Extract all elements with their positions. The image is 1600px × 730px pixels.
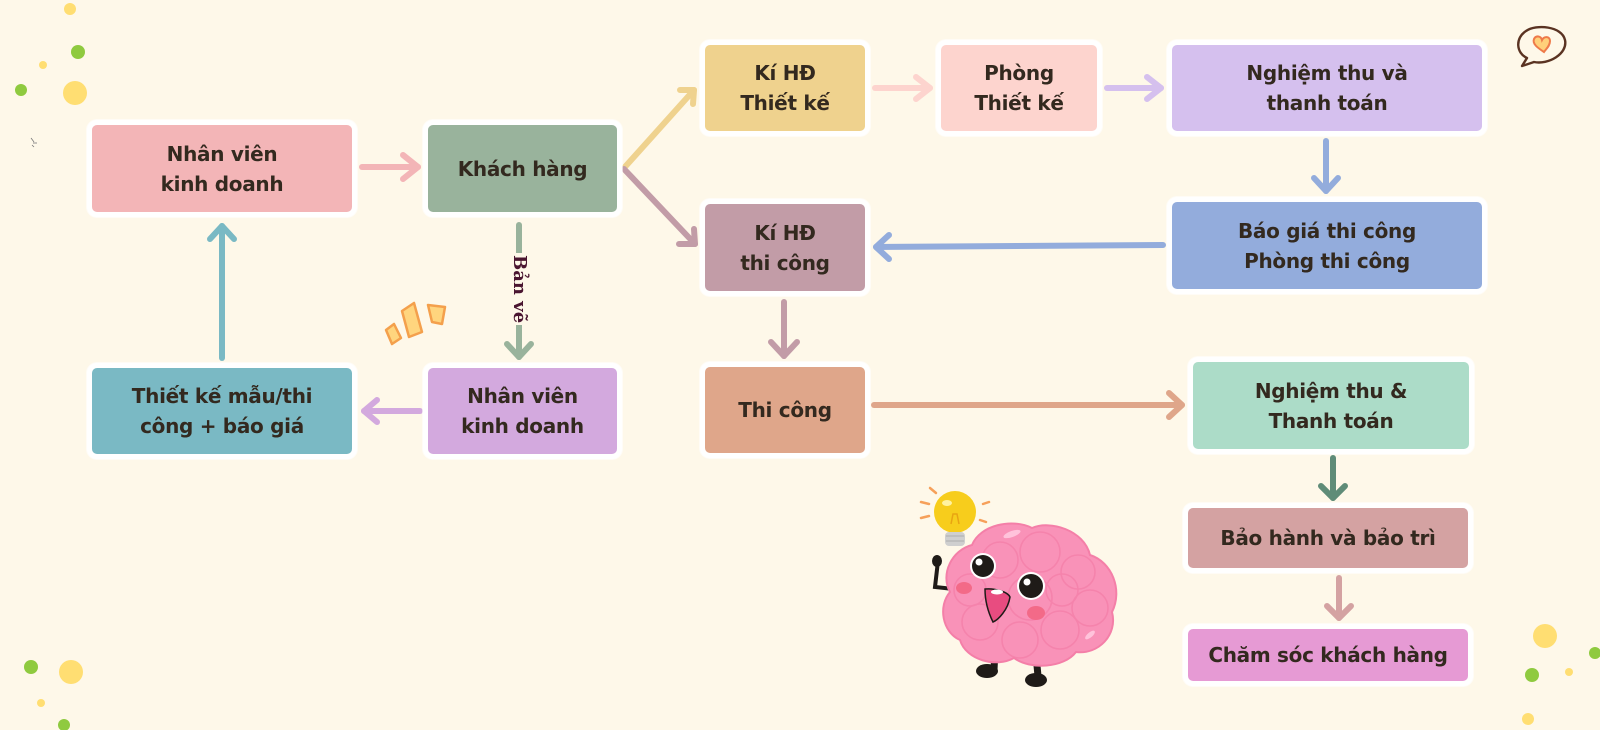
node-label: Nghiệm thu và thanh toán [1246,61,1408,115]
edge-n10-n11 [1324,575,1354,621]
node-design-contract[interactable]: Kí HĐ Thiết kế [700,40,870,136]
node-acceptance-payment-construction[interactable]: Nghiệm thu & Thanh toán [1188,357,1474,454]
node-customer-care[interactable]: Chăm sóc khách hàng [1183,624,1473,686]
edge-n4-n5 [1104,74,1164,102]
edge-n13-n1 [207,223,237,361]
node-label: Nhân viên kinh doanh [461,384,584,438]
sparkle-icon [384,301,447,346]
edge-n6-n7 [873,232,1166,262]
confetti-dots-bottom-left [24,660,83,730]
scribble-mark [30,137,37,148]
node-label: Nghiệm thu & Thanh toán [1254,378,1408,433]
node-label: Bảo hành và bảo trì [1220,526,1436,550]
node-label: Khách hàng [457,156,588,181]
node-customer[interactable]: Khách hàng [423,120,622,217]
node-label: Chăm sóc khách hàng [1208,643,1448,667]
edge-n9-n10 [1318,455,1348,501]
heart-speech-bubble-icon [1517,25,1567,68]
node-label: Phòng Thiết kế [974,61,1064,115]
node-label: Thi công [738,398,832,422]
edge-n7-n8 [768,299,800,359]
node-label: Thiết kế mẫu/thi công + báo giá [131,384,313,438]
brain-character-icon [932,522,1118,687]
node-construction-contract[interactable]: Kí HĐ thi công [700,199,870,296]
node-construction-quote[interactable]: Báo giá thi công Phòng thi công [1167,197,1487,294]
node-design-department[interactable]: Phòng Thiết kế [936,40,1102,136]
edge-n2-n3 [621,87,697,171]
node-sample-design-quote[interactable]: Thiết kế mẫu/thi công + báo giá [87,363,357,459]
node-sales-staff[interactable]: Nhân viên kinh doanh [87,120,357,217]
lightbulb-icon [919,486,991,546]
edge-n3-n4 [872,74,933,102]
confetti-dots-top-left [15,3,87,105]
edge-n12-n13 [361,397,423,425]
confetti-dots-bottom-right [1522,624,1600,725]
edge-n2-n7 [621,166,698,247]
node-label: Báo giá thi công Phòng thi công [1237,218,1417,273]
edge-label-drawings: Bản vẽ [509,253,530,326]
node-construction[interactable]: Thi công [700,362,870,458]
node-acceptance-payment-design[interactable]: Nghiệm thu và thanh toán [1167,40,1487,136]
node-sales-staff-2[interactable]: Nhân viên kinh doanh [423,363,622,459]
node-label: Kí HĐ thi công [740,220,830,275]
node-label: Nhân viên kinh doanh [160,141,284,196]
node-warranty-maintenance[interactable]: Bảo hành và bảo trì [1183,503,1473,573]
edge-n5-n6 [1311,138,1341,194]
edge-n8-n9 [871,390,1185,420]
node-label: Kí HĐ Thiết kế [740,61,830,115]
edge-n1-n2 [359,152,421,182]
